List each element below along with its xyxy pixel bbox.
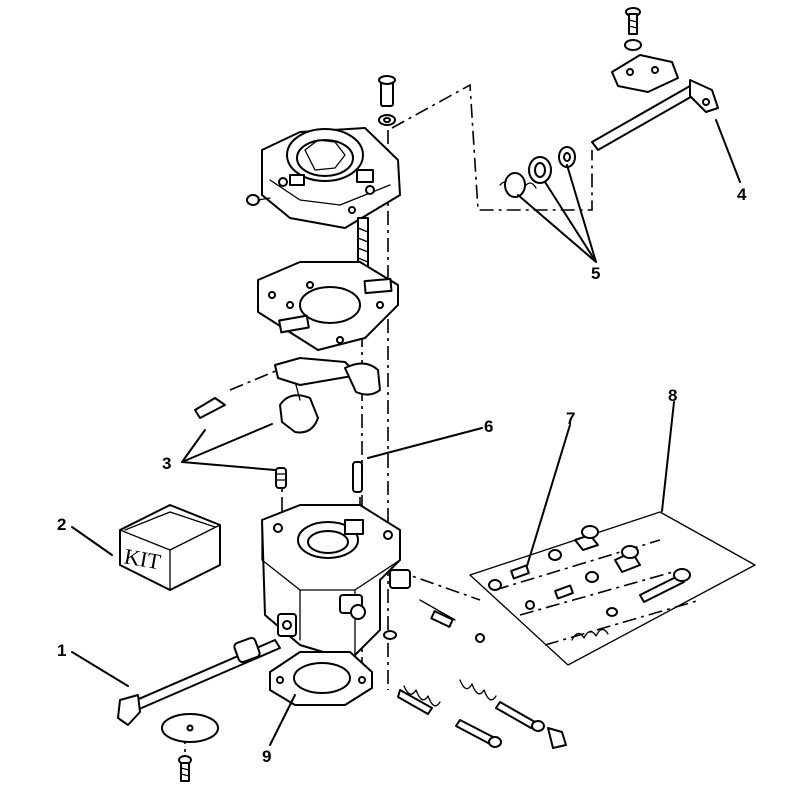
choke-plate	[611, 54, 679, 93]
choke-shaft	[591, 79, 719, 151]
float-assembly	[194, 357, 381, 434]
washers-springs	[499, 146, 576, 198]
callout-8: 8	[668, 386, 677, 405]
base-gasket	[269, 651, 373, 706]
kit-box: KIT	[119, 504, 221, 591]
callout-3: 3	[162, 454, 171, 473]
callout-labels: 1 2 3 4 5 6 7 8 9	[57, 185, 747, 766]
carburetor-body	[261, 504, 411, 661]
callout-4: 4	[737, 185, 747, 204]
choke-plate-screw	[624, 7, 642, 51]
callout-5: 5	[591, 264, 600, 283]
throttle-plate-screw	[178, 755, 192, 782]
pin	[352, 461, 363, 493]
callout-6: 6	[484, 417, 493, 436]
kit-jet-1	[510, 564, 530, 580]
callout-9: 9	[262, 747, 271, 766]
kit-screw-1	[574, 525, 599, 551]
gasket	[257, 261, 399, 351]
callout-2: 2	[57, 515, 66, 534]
throttle-shaft	[117, 636, 281, 743]
mixture-screws	[383, 599, 567, 749]
side-screw-small	[246, 194, 271, 206]
needle-seat	[275, 467, 287, 489]
leader-lines	[71, 119, 741, 746]
kit-needle	[639, 568, 691, 603]
kit-screw-2	[614, 545, 641, 573]
top-screw	[378, 75, 396, 126]
callout-7: 7	[566, 409, 575, 428]
air-horn-cover	[261, 127, 401, 229]
kit-parts-panel	[469, 511, 756, 666]
callout-1: 1	[57, 641, 66, 660]
